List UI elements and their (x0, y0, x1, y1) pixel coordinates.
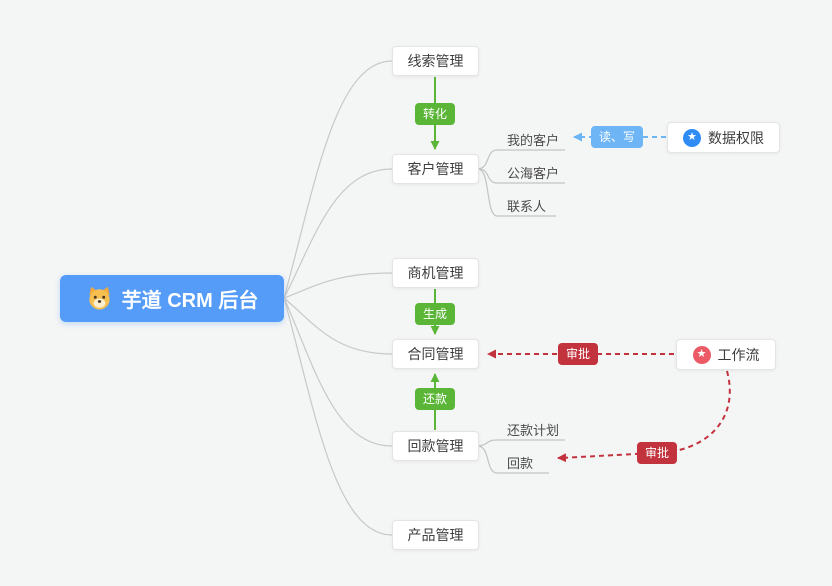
child-branch-curves (478, 149, 565, 474)
node-label: 合同管理 (407, 346, 464, 362)
child-public-customers[interactable]: 公海客户 (507, 166, 560, 181)
node-contract-management[interactable]: 合同管理 (392, 339, 479, 369)
root-node-label: 芋道 CRM 后台 (121, 290, 259, 312)
edge-label-read-write: 读、写 (590, 126, 644, 148)
node-data-permission[interactable]: ★ 数据权限 (667, 122, 780, 153)
node-label: 数据权限 (708, 129, 764, 146)
root-branch-curves (283, 60, 393, 536)
node-opportunity-management[interactable]: 商机管理 (392, 258, 479, 288)
root-node-crm-backend[interactable]: 芋道 CRM 后台 (60, 275, 284, 322)
node-label: 工作流 (717, 346, 760, 363)
node-lead-management[interactable]: 线索管理 (392, 46, 479, 76)
node-label: 产品管理 (407, 527, 464, 543)
node-product-management[interactable]: 产品管理 (392, 520, 479, 550)
child-my-customers[interactable]: 我的客户 (507, 133, 560, 148)
node-customer-management[interactable]: 客户管理 (392, 154, 479, 184)
edge-label-repay: 还款 (414, 388, 456, 410)
node-workflow[interactable]: ★ 工作流 (676, 339, 776, 370)
edge-label-transform: 转化 (414, 103, 456, 125)
edge-label-approve-contract: 审批 (557, 343, 599, 365)
star-icon: ★ (683, 128, 701, 147)
node-label: 客户管理 (407, 161, 464, 177)
approve-receivable-dashed-arrow (557, 370, 731, 463)
node-label: 商机管理 (407, 265, 464, 281)
shiba-dog-mascot-icon (89, 286, 110, 310)
edge-label-approve-receivable: 审批 (636, 442, 678, 464)
child-repayment-plan[interactable]: 还款计划 (507, 423, 560, 438)
node-label: 线索管理 (407, 53, 464, 69)
node-receivable-management[interactable]: 回款管理 (392, 431, 479, 461)
child-contacts[interactable]: 联系人 (507, 199, 547, 214)
child-receivable[interactable]: 回款 (507, 456, 534, 471)
edge-label-generate: 生成 (414, 303, 456, 325)
star-icon: ★ (692, 345, 711, 364)
node-label: 回款管理 (407, 438, 464, 454)
